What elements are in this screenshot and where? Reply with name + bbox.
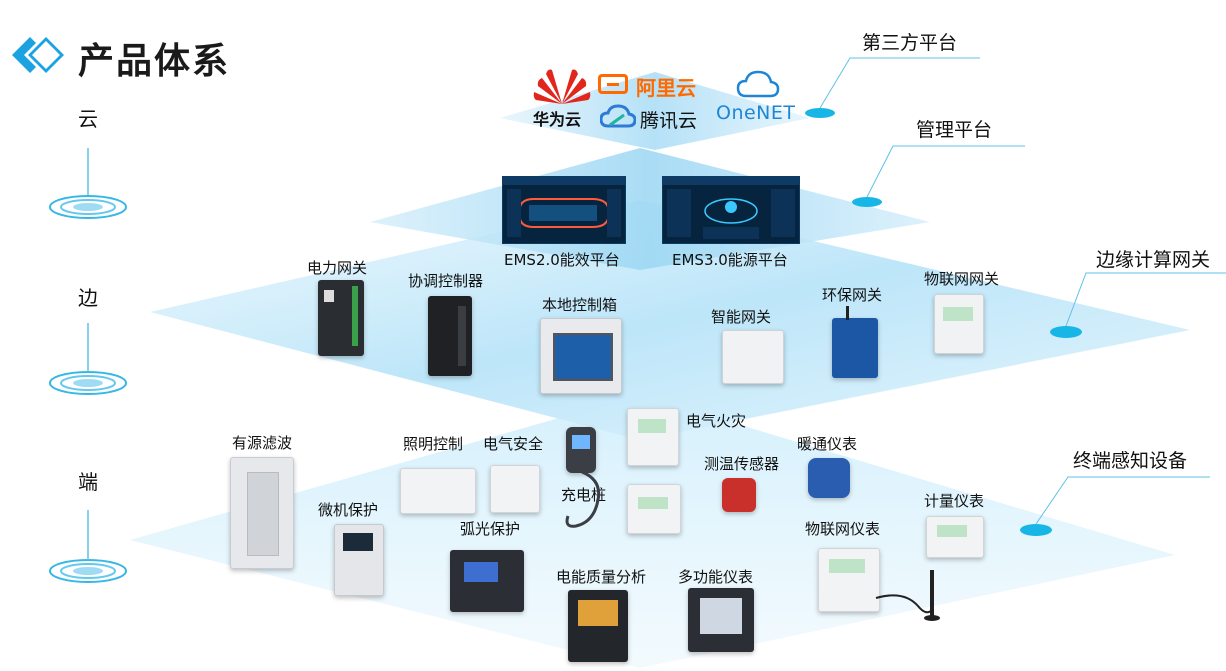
hvac-meter-label: 暖通仪表 (797, 435, 858, 453)
callout-management: 管理平台 (916, 119, 993, 141)
multifunction-meter-device (688, 588, 754, 652)
metering-meter-label: 计量仪表 (924, 492, 985, 510)
cloud-plane (500, 72, 810, 150)
title-diamond-icon (12, 37, 64, 73)
aliyun-icon-bar (607, 83, 619, 86)
page-title: 产品体系 (78, 41, 231, 82)
ems3-platform-screenshot (662, 176, 800, 244)
onenet-logo: OneNET (716, 70, 806, 126)
tencent-logo-text: 腾讯云 (640, 110, 698, 132)
power-quality-device (568, 590, 628, 662)
arc-protection-device (450, 550, 524, 612)
charging-pile-device (566, 427, 596, 473)
ems2-platform-screenshot (502, 176, 626, 244)
ems2-label: EMS2.0能效平台 (504, 251, 620, 269)
huawei-logo-text: 华为云 (533, 110, 582, 129)
callout-leaders (805, 57, 1226, 536)
env-gateway-device (832, 306, 878, 378)
huawei-icon (533, 69, 591, 104)
tier-end-label: 端 (78, 470, 98, 494)
temp-sensor-device (722, 478, 756, 512)
lighting-control-label: 照明控制 (403, 435, 464, 453)
smart-gateway-device (722, 330, 784, 384)
edge-plane (150, 200, 1190, 440)
coord-controller-device (428, 296, 472, 376)
electrical-safety-device (490, 465, 540, 513)
env-gateway-label: 环保网关 (822, 286, 883, 304)
aliyun-logo-text: 阿里云 (636, 76, 696, 100)
onenet-logo-text: OneNET (716, 102, 796, 124)
electrical-fire-device-top (627, 408, 679, 466)
tencent-logo: 腾讯云 (600, 104, 710, 132)
smart-gateway-label: 智能网关 (711, 308, 772, 326)
iot-meter-device (818, 548, 880, 612)
active-filter-device (230, 457, 294, 569)
charging-pile-label: 充电桩 (561, 486, 607, 504)
callout-third-party: 第三方平台 (862, 32, 958, 54)
local-control-box-device (540, 318, 622, 394)
onenet-cloud-icon (736, 70, 780, 98)
ems3-label: EMS3.0能源平台 (672, 251, 788, 269)
coord-controller-label: 协调控制器 (408, 272, 484, 290)
tencent-cloud-icon (600, 104, 636, 128)
iot-meter-label: 物联网仪表 (805, 520, 881, 538)
active-filter-label: 有源滤波 (232, 434, 293, 452)
iot-gateway-label: 物联网网关 (924, 270, 1000, 288)
microcomputer-protection-label: 微机保护 (318, 501, 379, 519)
lighting-control-device (400, 468, 476, 514)
huawei-logo: 华为云 (530, 66, 594, 129)
metering-meter-device (926, 516, 984, 558)
aliyun-logo: 阿里云 (598, 72, 708, 100)
hvac-meter-device (808, 458, 850, 498)
iot-gateway-device (934, 294, 984, 354)
aliyun-icon (598, 74, 628, 94)
multifunction-meter-label: 多功能仪表 (678, 568, 754, 586)
electrical-fire-label: 电气火灾 (686, 412, 747, 430)
charging-cable-icon (565, 470, 601, 528)
tier-cloud-label: 云 (78, 107, 98, 131)
power-gateway-label: 电力网关 (307, 259, 368, 277)
local-control-box-label: 本地控制箱 (542, 296, 618, 314)
temp-sensor-label: 测温传感器 (704, 455, 780, 473)
electrical-safety-label: 电气安全 (483, 435, 544, 453)
power-quality-label: 电能质量分析 (556, 568, 647, 586)
microcomputer-protection-device (334, 524, 384, 596)
arc-protection-label: 弧光保护 (460, 520, 521, 538)
power-gateway-device (318, 280, 364, 356)
callout-edge-computing: 边缘计算网关 (1096, 249, 1211, 271)
electrical-fire-device-bottom (627, 484, 681, 534)
antenna-icon (875, 570, 940, 621)
callout-terminal: 终端感知设备 (1073, 450, 1188, 472)
tier-edge-label: 边 (78, 286, 98, 310)
